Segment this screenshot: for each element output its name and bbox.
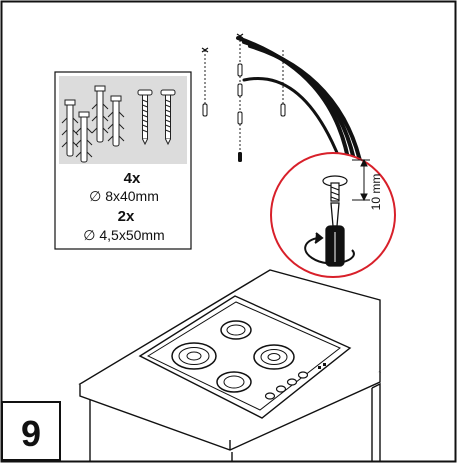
- screw-detail-callout: 10 mm: [270, 152, 396, 278]
- dimension-label: 10 mm: [369, 174, 383, 211]
- hotplate-icon: [253, 344, 295, 370]
- anchors-size: ∅ 8x40mm: [89, 188, 159, 204]
- anchors-quantity: 4x: [124, 170, 141, 187]
- screw-icon: [137, 89, 176, 146]
- dimension-marker: [352, 158, 370, 202]
- step-number-box: 9: [1, 401, 61, 461]
- screwdriver-icon: [325, 202, 345, 267]
- screws-quantity: 2x: [118, 208, 135, 225]
- step-number: 9: [21, 413, 41, 454]
- electric-hob: [138, 295, 352, 419]
- control-knob-icon: [264, 371, 309, 400]
- wall-anchor-icon: [61, 85, 125, 163]
- rotate-arrow-icon: [304, 232, 355, 265]
- screw-detail-icon: [322, 175, 348, 202]
- indicator-light-icon: [318, 363, 326, 369]
- hotplate-icon: [171, 342, 217, 370]
- screws-size: ∅ 4,5x50mm: [83, 227, 164, 243]
- anchor-in-wall-icon: [202, 63, 286, 125]
- hotplate-icon: [220, 320, 252, 340]
- parts-panel: 4x ∅ 8x40mm 2x ∅ 4,5x50mm: [54, 71, 192, 250]
- cable-bundle: [236, 36, 364, 172]
- hotplate-icon: [216, 371, 252, 393]
- screw-in-wall-icon: [238, 152, 242, 162]
